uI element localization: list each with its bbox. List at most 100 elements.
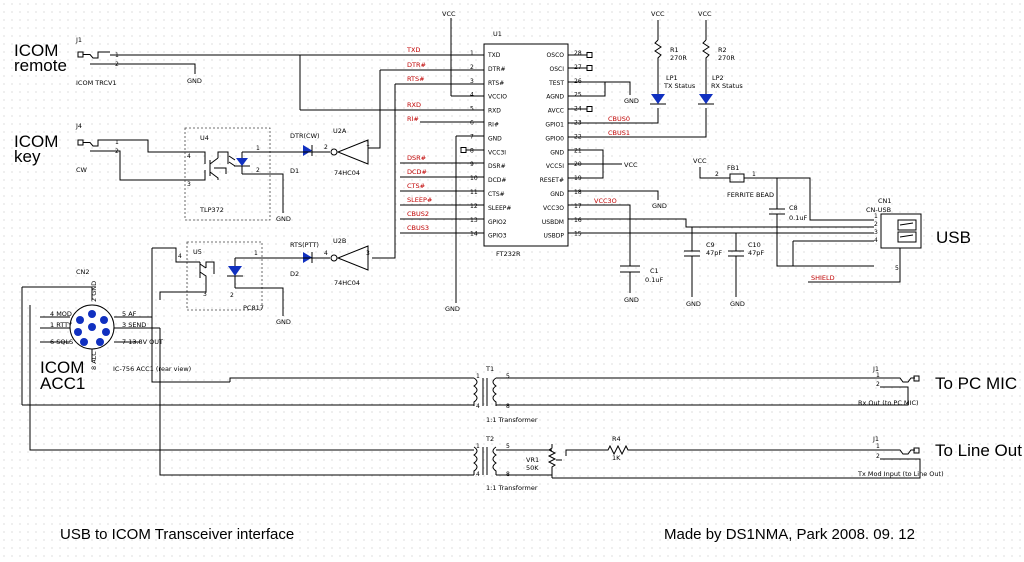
footer-credit: Made by DS1NMA, Park 2008. 09. 12 [664,526,915,543]
cn1-desc: CN-USB [866,206,891,214]
u1-pin-num-9: 9 [470,161,474,168]
lp1-desc: TX Status [663,82,696,90]
u4-pin3: 3 [187,181,191,188]
r4-val: 1K [612,454,621,462]
u1-pin-name-16: USBDM [542,219,564,226]
j1-line-desc: Tx Mod Input (to Line Out) [857,470,944,478]
u1-pin-num-28: 28 [574,50,582,57]
u5-pin3: 3 [203,291,207,298]
u1-pin-name-8: VCC3I [488,149,506,156]
u5-ref: U5 [193,248,202,256]
t2-ref: T2 [485,435,494,443]
c9-ref: C9 [706,241,715,249]
net-cbus2: CBUS2 [407,210,429,218]
j1-gnd: GND [187,77,202,85]
t1-ref: T1 [485,365,494,373]
u1-pin-name-26: TEST [548,80,564,87]
j1-ref: J1 [75,36,82,44]
to-line-out-label: To Line Out [935,441,1022,460]
u1-pin-name-20: VCC5I [546,163,564,170]
vr1-ref: VR1 [526,456,539,464]
cn1-pin1: 1 [874,213,878,220]
u1-part: FT232R [496,250,521,258]
cn1-ref: CN1 [878,197,892,205]
u2a-ref: U2A [333,127,347,135]
d1-desc: DTR(CW) [290,132,320,140]
u1-pin-name-2: DTR# [488,66,505,73]
usb-label: USB [936,228,971,247]
vcc-u1: VCC [442,10,456,18]
u1-pin-num-4: 4 [470,92,474,99]
net-cbus1: CBUS1 [608,129,630,137]
u1-pin-name-22: GPIO0 [545,135,564,142]
cn2-desc: IC-756 ACC1 (rear view) [113,365,191,373]
icom-key-label-1: ICOM [14,132,58,151]
d2-desc: RTS(PTT) [290,241,319,249]
gnd-u4: GND [276,215,291,223]
u1-pin-num-2: 2 [470,64,474,71]
net-rts: RTS# [407,75,425,83]
t1-pin1: 1 [476,373,480,380]
t2-pin5: 5 [506,443,510,450]
u1-pin-num-15: 15 [574,231,582,238]
u1-pin-name-17: VCC3O [543,205,564,212]
u1-pin-name-19: RESET# [540,177,564,184]
u1-pins: TXD1DTR#2RTS#3VCCIO4RXD5RI#6GND7VCC3I8DS… [470,50,582,240]
t1-pin5: 5 [506,373,510,380]
vr1-val: 50K [526,464,539,472]
t2-pin1: 1 [476,443,480,450]
u1-pin-name-5: RXD [488,108,501,115]
u1-pin-num-25: 25 [574,92,582,99]
u2a-inverter: U2A 2 1 74HC04 [322,127,372,177]
u2b-part: 74HC04 [334,279,360,287]
u1-pin-name-21: GND [550,149,564,156]
acc-rtty: 1 RTTY [50,321,72,329]
u1-ref: U1 [493,30,502,38]
u1-pin-name-10: DCD# [488,177,506,184]
u1-pin-name-13: GPIO2 [488,219,507,226]
u1-pin-num-18: 18 [574,189,582,196]
u1-right-nets: GND CBUS0 CBUS1 VCC GND VCC3O C1 0.1uF G… [568,52,874,308]
to-pc-mic-label: To PC MIC [935,374,1017,393]
t1-desc: 1:1 Transformer [486,416,538,424]
u1-pin-num-20: 20 [574,161,582,168]
r4-ref: R4 [612,435,621,443]
u1-pin-name-3: RTS# [488,80,504,87]
u4-optocoupler: U4 TLP372 4 3 1 2 GND [184,127,300,223]
gnd-c1: GND [624,296,639,304]
icom-remote-label-1: ICOM [14,41,58,60]
fb1-pin2: 2 [715,171,719,178]
icom-acc1-label-2: ACC1 [40,374,85,393]
u1-pin-name-24: AVCC [548,108,564,115]
u1-pin-num-27: 27 [574,64,582,71]
usb-connector: VCC 2 1 FB1 FERRITE BEAD C8 0.1uF CN1 CN… [693,157,922,283]
icom-acc1-label-1: ICOM [40,358,84,377]
t2-pin4: 4 [476,471,480,478]
u1-pin-name-15: USBDP [543,233,564,240]
j4-desc: CW [76,166,88,174]
net-rxd: RXD [407,101,421,109]
u5-part: PC817 [243,304,264,312]
net-sleep: SLEEP# [407,196,432,204]
u1-pin-num-11: 11 [470,189,478,196]
net-txd: TXD [406,46,420,54]
d1-ref: D1 [290,167,299,175]
lp1-ref: LP1 [666,74,678,82]
u2a-pin2: 2 [324,144,328,151]
gnd-u1: GND [445,305,460,313]
vcc-r1: VCC [651,10,665,18]
gnd-c9: GND [686,300,701,308]
net-cts: CTS# [407,182,425,190]
c1-val: 0.1uF [645,276,663,284]
c8-val: 0.1uF [789,214,807,222]
u1-pin-num-8: 8 [470,147,474,154]
u1-pin-name-23: GPIO1 [545,122,564,129]
cn1-pin3: 3 [874,229,878,236]
r2-ref: R2 [718,46,727,54]
u1-pin-num-10: 10 [470,175,478,182]
u1-pin-num-16: 16 [574,217,582,224]
u2a-part: 74HC04 [334,169,360,177]
u2b-inverter: U2B 4 3 74HC04 [322,237,370,287]
t1-pin4: 4 [476,403,480,410]
